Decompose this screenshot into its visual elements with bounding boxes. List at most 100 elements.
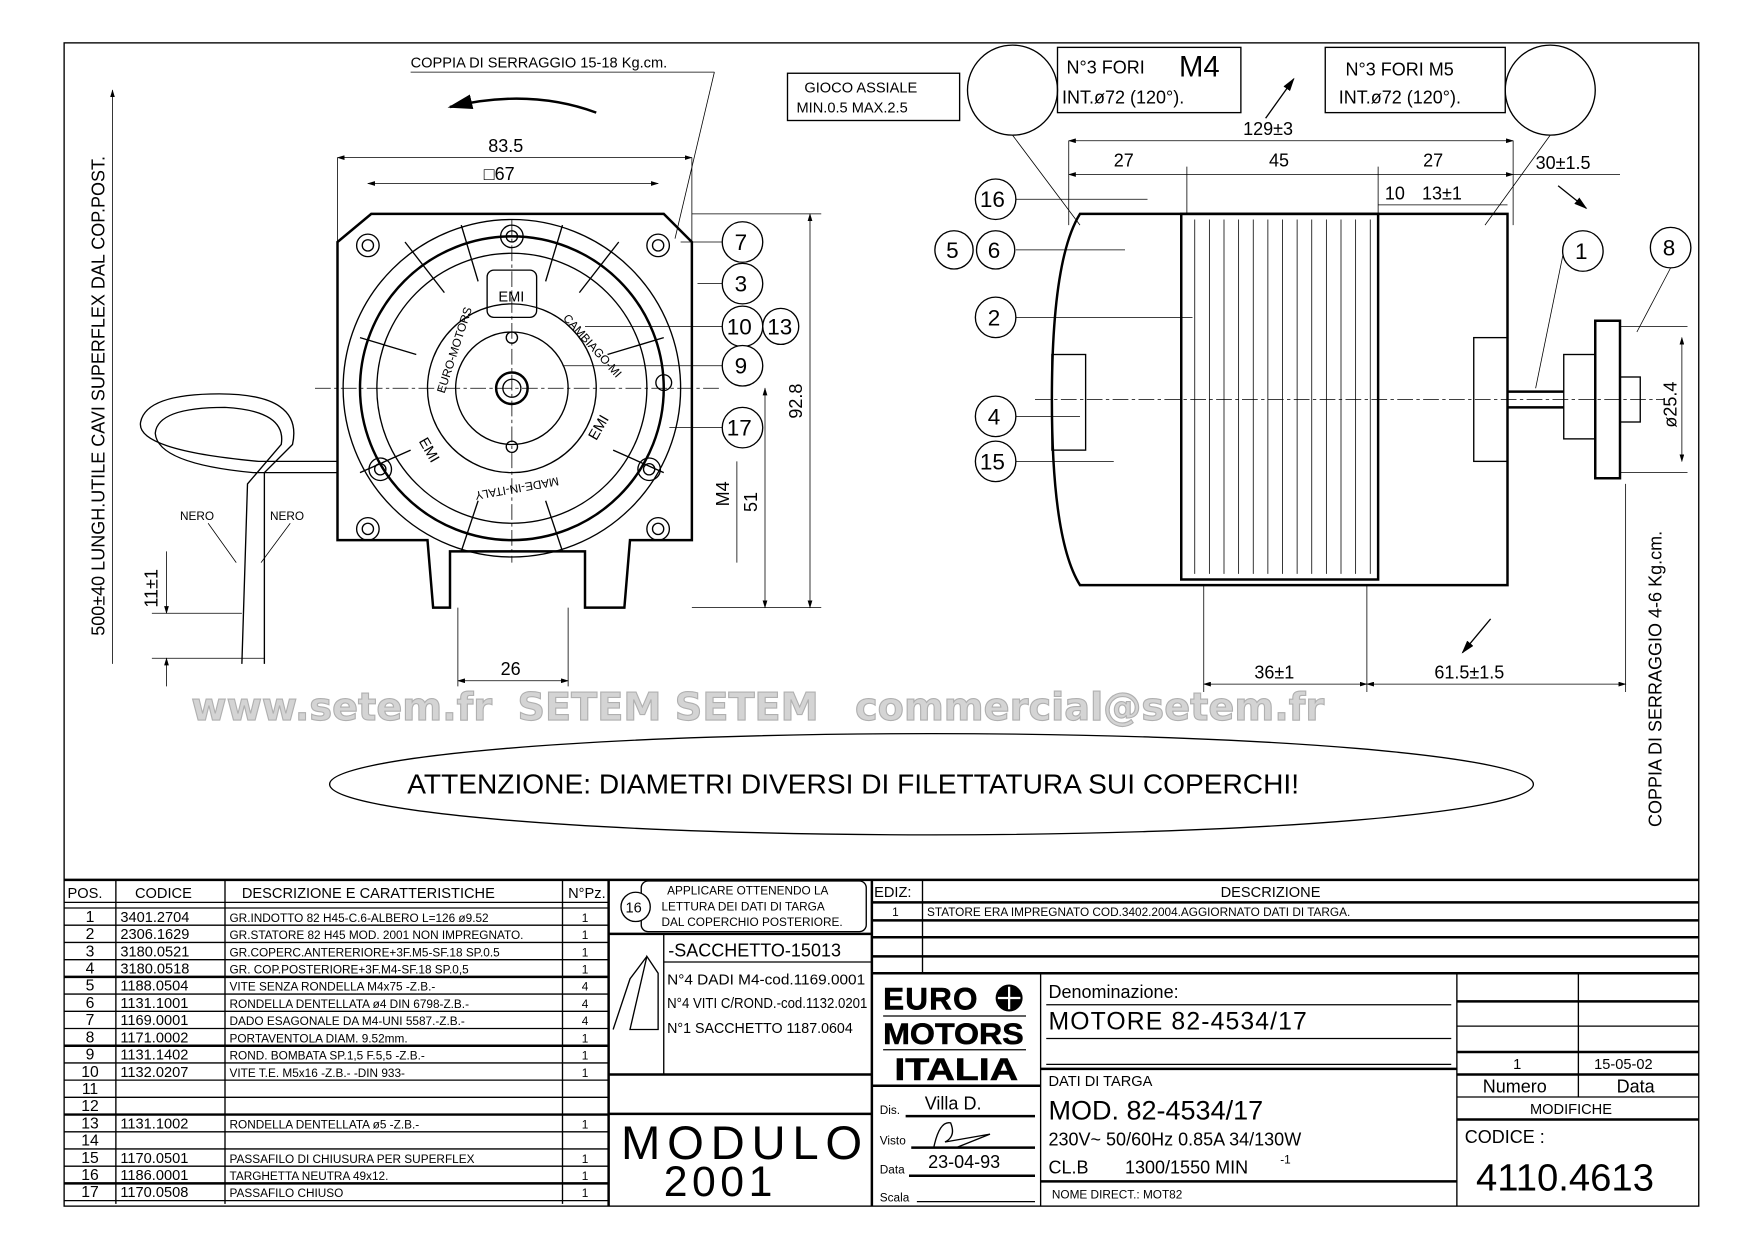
svg-text:INT.ø72 (120°).: INT.ø72 (120°). bbox=[1062, 88, 1184, 108]
svg-text:1: 1 bbox=[1575, 239, 1588, 264]
svg-text:CODICE: CODICE bbox=[135, 886, 192, 902]
svg-text:1: 1 bbox=[1513, 1057, 1521, 1073]
svg-text:8: 8 bbox=[1663, 236, 1676, 261]
svg-text:LETTURA DEI DATI DI TARGA: LETTURA DEI DATI DI TARGA bbox=[662, 899, 825, 913]
svg-text:Scala: Scala bbox=[880, 1191, 910, 1205]
svg-text:MOTORS: MOTORS bbox=[883, 1019, 1024, 1051]
module-name: MODULO bbox=[621, 1117, 869, 1170]
dim-square: □67 bbox=[484, 164, 515, 184]
svg-text:9: 9 bbox=[735, 354, 748, 379]
qty-cell: 4 bbox=[582, 980, 589, 994]
svg-text:CL.B: CL.B bbox=[1049, 1158, 1089, 1178]
description-cell: VITE T.E. M5x16 -Z.B.- -DIN 933- bbox=[230, 1066, 406, 1080]
code-cell: 1131.1001 bbox=[120, 996, 188, 1012]
description-cell: GR.COPERC.ANTERERIORE+3F.M5-SF.18 SP.0.5 bbox=[230, 945, 501, 959]
dim-45: 45 bbox=[1269, 151, 1289, 171]
code-cell: 1186.0001 bbox=[120, 1168, 188, 1184]
torque-rear-note: COPPIA DI SERRAGGIO 4-6 Kg.cm. bbox=[1646, 531, 1666, 827]
plate-label-cambiago: CAMBIAGO-MI bbox=[560, 311, 624, 380]
drawing-border bbox=[63, 42, 1700, 1207]
module-number: 2001 bbox=[664, 1158, 777, 1206]
svg-text:5: 5 bbox=[946, 238, 959, 263]
description-cell: GR.STATORE 82 H45 MOD. 2001 NON IMPREGNA… bbox=[230, 928, 524, 942]
svg-text:INT.ø72 (120°).: INT.ø72 (120°). bbox=[1339, 88, 1461, 108]
product-name: MOTORE 82-4534/17 bbox=[1049, 1009, 1308, 1036]
pos-cell: 12 bbox=[81, 1098, 99, 1115]
svg-text:13: 13 bbox=[767, 314, 792, 339]
svg-text:ITALIA: ITALIA bbox=[894, 1051, 1018, 1087]
front-view: COPPIA DI SERRAGGIO 15-18 Kg.cm. bbox=[89, 56, 822, 687]
pos-cell: 13 bbox=[81, 1115, 99, 1132]
svg-text:GIOCO ASSIALE: GIOCO ASSIALE bbox=[804, 80, 917, 96]
dim-10: 10 bbox=[1385, 183, 1405, 203]
pos-cell: 16 bbox=[81, 1167, 99, 1184]
warning-text: ATTENZIONE: DIAMETRI DIVERSI DI FILETTAT… bbox=[407, 768, 1299, 799]
dim-flange-diameter: ø25.4 bbox=[1660, 382, 1680, 428]
description-cell: RONDELLA DENTELLATA ø5 -Z.B.- bbox=[230, 1117, 420, 1131]
qty-cell: 1 bbox=[582, 1066, 589, 1080]
modifiche-block: 1 15-05-02 Numero Data MODIFICHE CODICE … bbox=[1456, 973, 1699, 1199]
svg-text:MIN.0.5 MAX.2.5: MIN.0.5 MAX.2.5 bbox=[797, 101, 908, 117]
svg-text:DATI DI TARGA: DATI DI TARGA bbox=[1049, 1074, 1153, 1090]
qty-cell: 1 bbox=[582, 945, 589, 959]
svg-text:4: 4 bbox=[988, 404, 1001, 429]
dim-height: 92.8 bbox=[786, 384, 806, 419]
svg-text:7: 7 bbox=[735, 230, 748, 255]
code-cell: 1170.0508 bbox=[120, 1185, 188, 1201]
title-block: EURO MOTORS ITALIA Dis. Villa D. Visto D… bbox=[871, 973, 1458, 1207]
qty-cell: 1 bbox=[582, 1152, 589, 1166]
rotation-arrow-icon bbox=[447, 94, 597, 114]
svg-text:CODICE :: CODICE : bbox=[1465, 1127, 1545, 1147]
plate-label-emi-left: EMI bbox=[415, 435, 442, 466]
holes-m5-box bbox=[1324, 46, 1506, 114]
holes-m4-box bbox=[1056, 46, 1242, 114]
qty-cell: 1 bbox=[582, 1117, 589, 1131]
svg-text:EURO: EURO bbox=[883, 980, 979, 1016]
svg-text:M4: M4 bbox=[1179, 52, 1220, 84]
qty-cell: 1 bbox=[582, 928, 589, 942]
qty-cell: 4 bbox=[582, 1014, 589, 1028]
bag-title: -SACCHETTO-15013 bbox=[668, 940, 841, 960]
dim-m4: M4 bbox=[713, 481, 733, 506]
pos-cell: 3 bbox=[86, 943, 95, 960]
pos-cell: 2 bbox=[86, 926, 95, 943]
svg-text:15: 15 bbox=[980, 449, 1005, 474]
dim-26: 26 bbox=[501, 659, 521, 679]
qty-cell: 1 bbox=[582, 1186, 589, 1200]
qty-cell: 1 bbox=[582, 1031, 589, 1045]
plate-label-made-in-italy: MADE-IN-ITALY bbox=[474, 474, 560, 503]
qty-cell: 1 bbox=[582, 962, 589, 976]
electrical-ratings: 230V~ 50/60Hz 0.85A 34/130W bbox=[1049, 1129, 1302, 1149]
svg-text:EDIZ:: EDIZ: bbox=[874, 885, 911, 901]
svg-text:DESCRIZIONE: DESCRIZIONE bbox=[1221, 885, 1321, 901]
pos-cell: 15 bbox=[81, 1150, 99, 1167]
table-row: 14 bbox=[64, 1133, 609, 1150]
description-cell: PORTAVENTOLA DIAM. 9.52mm. bbox=[230, 1031, 408, 1045]
table-row: 12 bbox=[64, 1098, 609, 1116]
torque-front-note: COPPIA DI SERRAGGIO 15-18 Kg.cm. bbox=[411, 56, 668, 72]
bag-item: N°4 DADI M4-cod.1169.0001 bbox=[667, 973, 865, 989]
svg-text:APPLICARE OTTENENDO LA: APPLICARE OTTENENDO LA bbox=[667, 884, 828, 898]
description-cell: GR. COP.POSTERIORE+3F.M4-SF.18 SP.0,5 bbox=[230, 962, 470, 976]
code-cell: 3180.0518 bbox=[120, 961, 189, 977]
code-cell: 1131.1402 bbox=[120, 1048, 188, 1064]
label-note: 16 APPLICARE OTTENENDO LA LETTURA DEI DA… bbox=[608, 880, 872, 1206]
svg-text:NOME DIRECT.: MOT82: NOME DIRECT.: MOT82 bbox=[1052, 1187, 1182, 1201]
dim-27a: 27 bbox=[1114, 151, 1134, 171]
code-cell: 1169.0001 bbox=[120, 1013, 188, 1029]
code-cell: 1132.0207 bbox=[120, 1065, 188, 1081]
side-balloons: 16 5 6 2 4 15 1 8 bbox=[934, 178, 1692, 483]
description-cell: RONDELLA DENTELLATA ø4 DIN 6798-Z.B.- bbox=[230, 997, 470, 1011]
end-play-box bbox=[786, 72, 961, 122]
code-cell: 1188.0504 bbox=[120, 979, 188, 995]
svg-text:16: 16 bbox=[980, 187, 1005, 212]
watermark-setem: SETEM SETEM bbox=[518, 685, 819, 730]
